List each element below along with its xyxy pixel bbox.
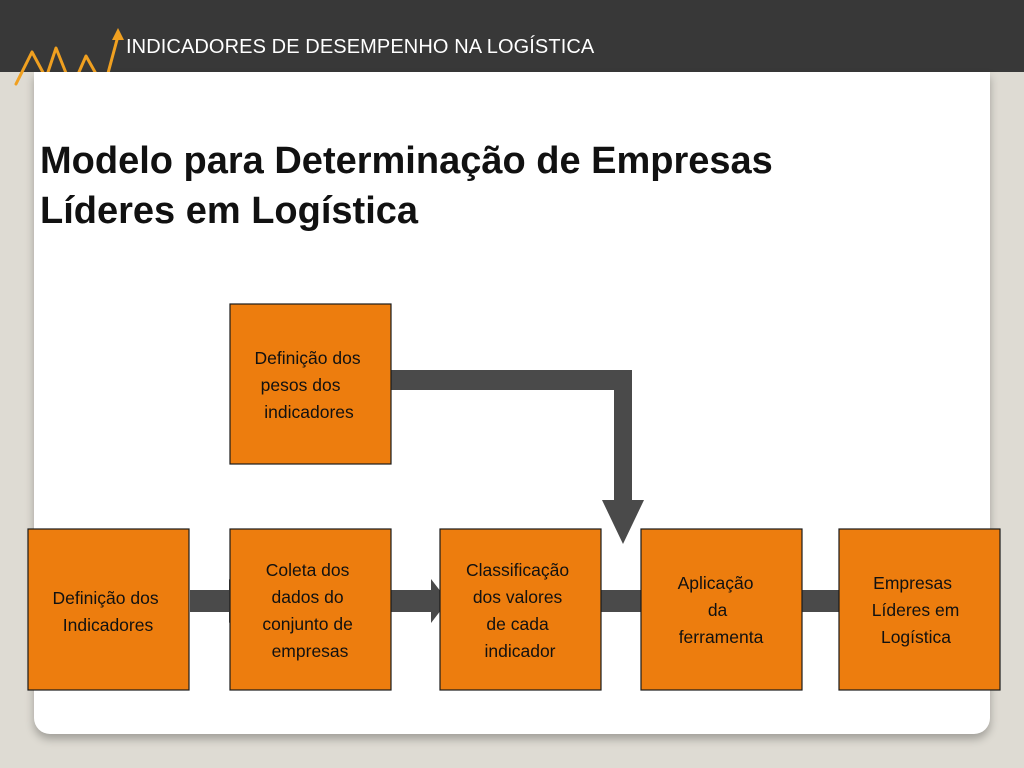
slide-title-line-2: Líderes em Logística xyxy=(40,190,419,232)
flow-arrow-2 xyxy=(391,579,448,623)
header-bar xyxy=(0,0,1024,72)
step-box-line: Definição dos xyxy=(53,588,159,608)
step-box-indicators: Definição dos Indicadores xyxy=(27,528,190,691)
weights-box-line: Definição dos xyxy=(255,348,361,368)
step-box-line: indicador xyxy=(484,641,555,661)
step-box-line: da xyxy=(708,600,728,620)
weights-box-line: pesos dos xyxy=(261,375,341,395)
step-box-line: empresas xyxy=(272,641,349,661)
step-box-line: conjunto de xyxy=(262,614,353,634)
step-box-line: Empresas xyxy=(873,573,952,593)
step-box-tool-application: Aplicação da ferramenta xyxy=(640,528,803,691)
weights-box: Definição dos pesos dos indicadores xyxy=(229,303,392,465)
step-box-text: Definição dos Indicadores xyxy=(53,588,164,635)
step-box-line: Classificação xyxy=(466,560,569,580)
step-box-line: de cada xyxy=(486,614,549,634)
step-box-leading-companies: Empresas Líderes em Logística xyxy=(838,528,1001,691)
step-box-line: Logística xyxy=(881,627,951,647)
step-box-text: Empresas Líderes em Logística xyxy=(872,573,964,647)
step-box-line: ferramenta xyxy=(679,627,764,647)
step-box-line: dos valores xyxy=(473,587,563,607)
step-box-text: Aplicação da ferramenta xyxy=(678,573,764,647)
step-box-data-collection: Coleta dos dados do conjunto de empresas xyxy=(229,528,392,691)
step-box-line: Indicadores xyxy=(63,615,154,635)
step-box-line: Coleta dos xyxy=(266,560,350,580)
weights-box-text: Definição dos pesos dos indicadores xyxy=(255,348,366,422)
step-box-line: dados do xyxy=(272,587,344,607)
header-title: INDICADORES DE DESEMPENHO NA LOGÍSTICA xyxy=(126,36,595,58)
step-box-line: Aplicação xyxy=(678,573,754,593)
weights-connector-arrow xyxy=(391,370,644,544)
slide-title: Modelo para Determinação de Empresas Líd… xyxy=(40,136,980,236)
step-box-classification: Classificação dos valores de cada indica… xyxy=(439,528,602,691)
step-box-line: Líderes em xyxy=(872,600,960,620)
weights-box-line: indicadores xyxy=(264,402,354,422)
slide-title-line-1: Modelo para Determinação de Empresas xyxy=(40,140,773,182)
step-box-text: Coleta dos dados do conjunto de empresas xyxy=(262,560,357,661)
step-box-text: Classificação dos valores de cada indica… xyxy=(466,560,574,661)
